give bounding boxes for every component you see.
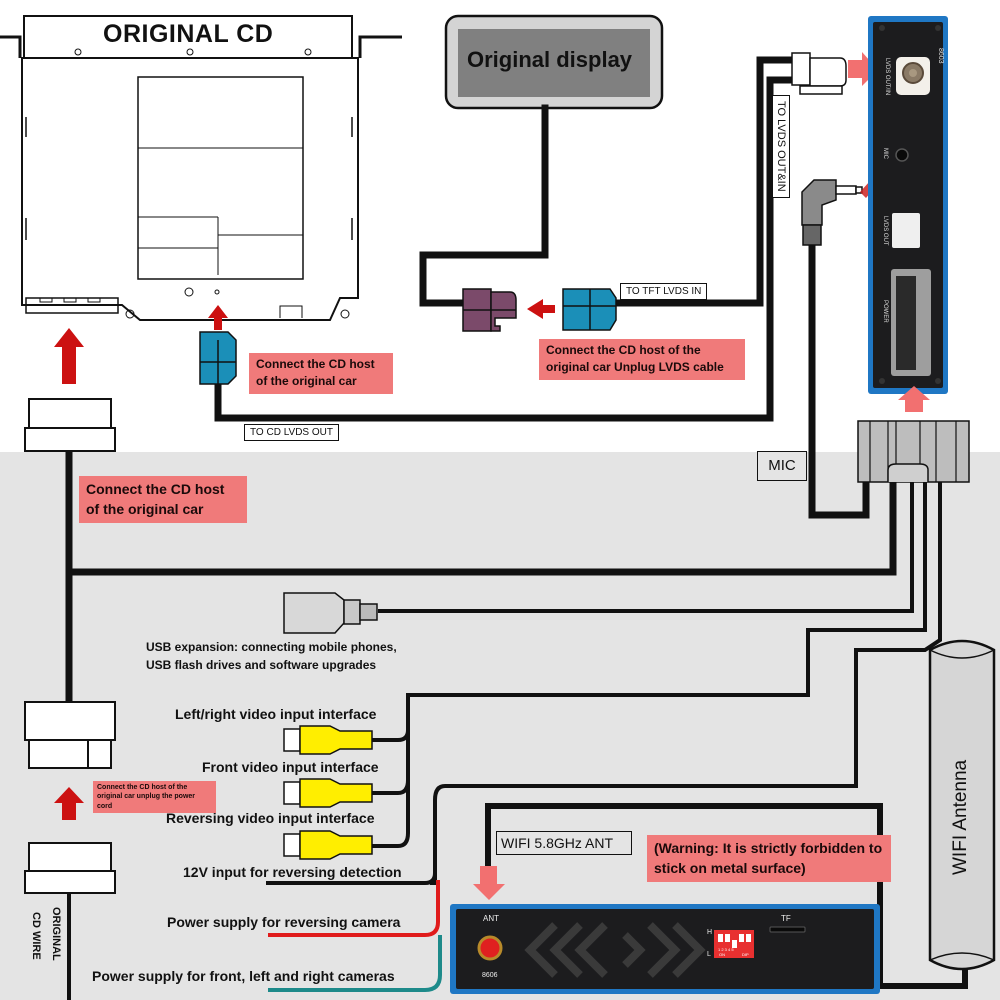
to-tft-lvds-in-label: TO TFT LVDS IN bbox=[620, 283, 708, 300]
mic-jack-plug bbox=[801, 179, 863, 246]
white-lvds-plug bbox=[791, 52, 847, 95]
module-mic-port-label: MIC bbox=[882, 148, 888, 159]
dip-brand-label: DIP bbox=[742, 952, 749, 957]
wifi-module bbox=[450, 904, 880, 994]
dip-low-label: L bbox=[707, 951, 711, 958]
module-lvds-alt-label: LVDS OUT bbox=[882, 216, 888, 246]
purple-lvds-connector bbox=[462, 288, 517, 332]
note-unplug-power: Connect the CD host of the original car … bbox=[93, 781, 216, 814]
rca-plug-left-right bbox=[283, 725, 373, 755]
arrow-down-ant-icon bbox=[473, 866, 505, 900]
rca-plug-front bbox=[283, 778, 373, 808]
usb-plug bbox=[283, 592, 378, 634]
note-unplug-lvds: Connect the CD host of the original car … bbox=[539, 339, 745, 380]
dip-numbers-label: 1 2 3 4 5 bbox=[718, 947, 734, 952]
mic-label: MIC bbox=[757, 451, 807, 481]
front-lr-camera-power-label: Power supply for front, left and right c… bbox=[92, 968, 395, 984]
reversing-video-label: Reversing video input interface bbox=[166, 810, 375, 826]
wifi-ant-label: WIFI 5.8GHz ANT bbox=[496, 831, 632, 855]
arrow-left-icon bbox=[527, 299, 555, 319]
front-video-label: Front video input interface bbox=[202, 759, 379, 775]
module-lvds-port-label: LVDS OUT/IN bbox=[884, 58, 890, 96]
to-cd-lvds-out-label: TO CD LVDS OUT bbox=[244, 424, 339, 441]
usb-expansion-label: USB expansion: connecting mobile phones,… bbox=[146, 638, 397, 674]
original-display-label: Original display bbox=[467, 47, 633, 72]
arrow-up-power-icon bbox=[54, 787, 84, 820]
wifi-module-ant-label: ANT bbox=[483, 914, 499, 923]
cd-power-plug-middle bbox=[24, 701, 116, 769]
usb-expansion-line-1: USB expansion: connecting mobile phones, bbox=[146, 640, 397, 654]
original-cd-title: ORIGINAL CD bbox=[103, 20, 274, 48]
teal-cd-lvds-connector bbox=[199, 331, 237, 385]
mic-port bbox=[895, 148, 909, 162]
small-port bbox=[892, 213, 920, 248]
dip-on-label: ON bbox=[719, 952, 725, 957]
cd-power-plug-lower bbox=[24, 842, 116, 894]
red-power-wire bbox=[268, 880, 440, 937]
rca-plug-reversing bbox=[283, 830, 373, 860]
wifi-antenna-label: WIFI Antenna bbox=[950, 759, 971, 875]
original-display bbox=[444, 14, 664, 110]
arrow-up-module-icon bbox=[898, 386, 930, 412]
power-harness-connector bbox=[857, 420, 970, 483]
reverse-detect-12v-label: 12V input for reversing detection bbox=[183, 864, 402, 880]
warning-note: (Warning: It is strictly forbidden to st… bbox=[647, 835, 891, 882]
teal-lvds-connector bbox=[562, 288, 617, 331]
wifi-module-tf-label: TF bbox=[781, 914, 791, 923]
cd-wire-label: CD WIRE bbox=[30, 912, 42, 960]
left-right-video-label: Left/right video input interface bbox=[175, 706, 377, 722]
module-model-label: 8603 bbox=[937, 48, 944, 64]
antenna-port bbox=[477, 935, 503, 961]
note-cd-host-power: Connect the CD host of the original car bbox=[79, 476, 247, 523]
arrow-up-cd-icon bbox=[54, 328, 84, 384]
teal-power-wire bbox=[268, 935, 442, 992]
cd-power-plug-upper bbox=[24, 398, 116, 452]
note-cd-host-lvds: Connect the CD host of the original car bbox=[249, 353, 393, 394]
reversing-camera-power-label: Power supply for reversing camera bbox=[167, 914, 401, 930]
main-interface-module bbox=[868, 16, 948, 394]
usb-expansion-line-2: USB flash drives and software upgrades bbox=[146, 658, 377, 672]
wifi-antenna bbox=[928, 639, 996, 971]
original-cd-unit bbox=[0, 15, 402, 321]
wifi-module-model-label: 8606 bbox=[482, 972, 498, 979]
original-label: ORIGINAL bbox=[50, 907, 62, 961]
wiring bbox=[65, 56, 968, 989]
to-lvds-out-in-label: TO LVDS OUT&IN bbox=[772, 95, 790, 198]
dip-high-label: H bbox=[707, 929, 713, 936]
tf-card-slot[interactable] bbox=[769, 926, 806, 933]
module-power-port-label: POWER bbox=[882, 300, 888, 323]
arrow-up-icon bbox=[208, 305, 228, 330]
